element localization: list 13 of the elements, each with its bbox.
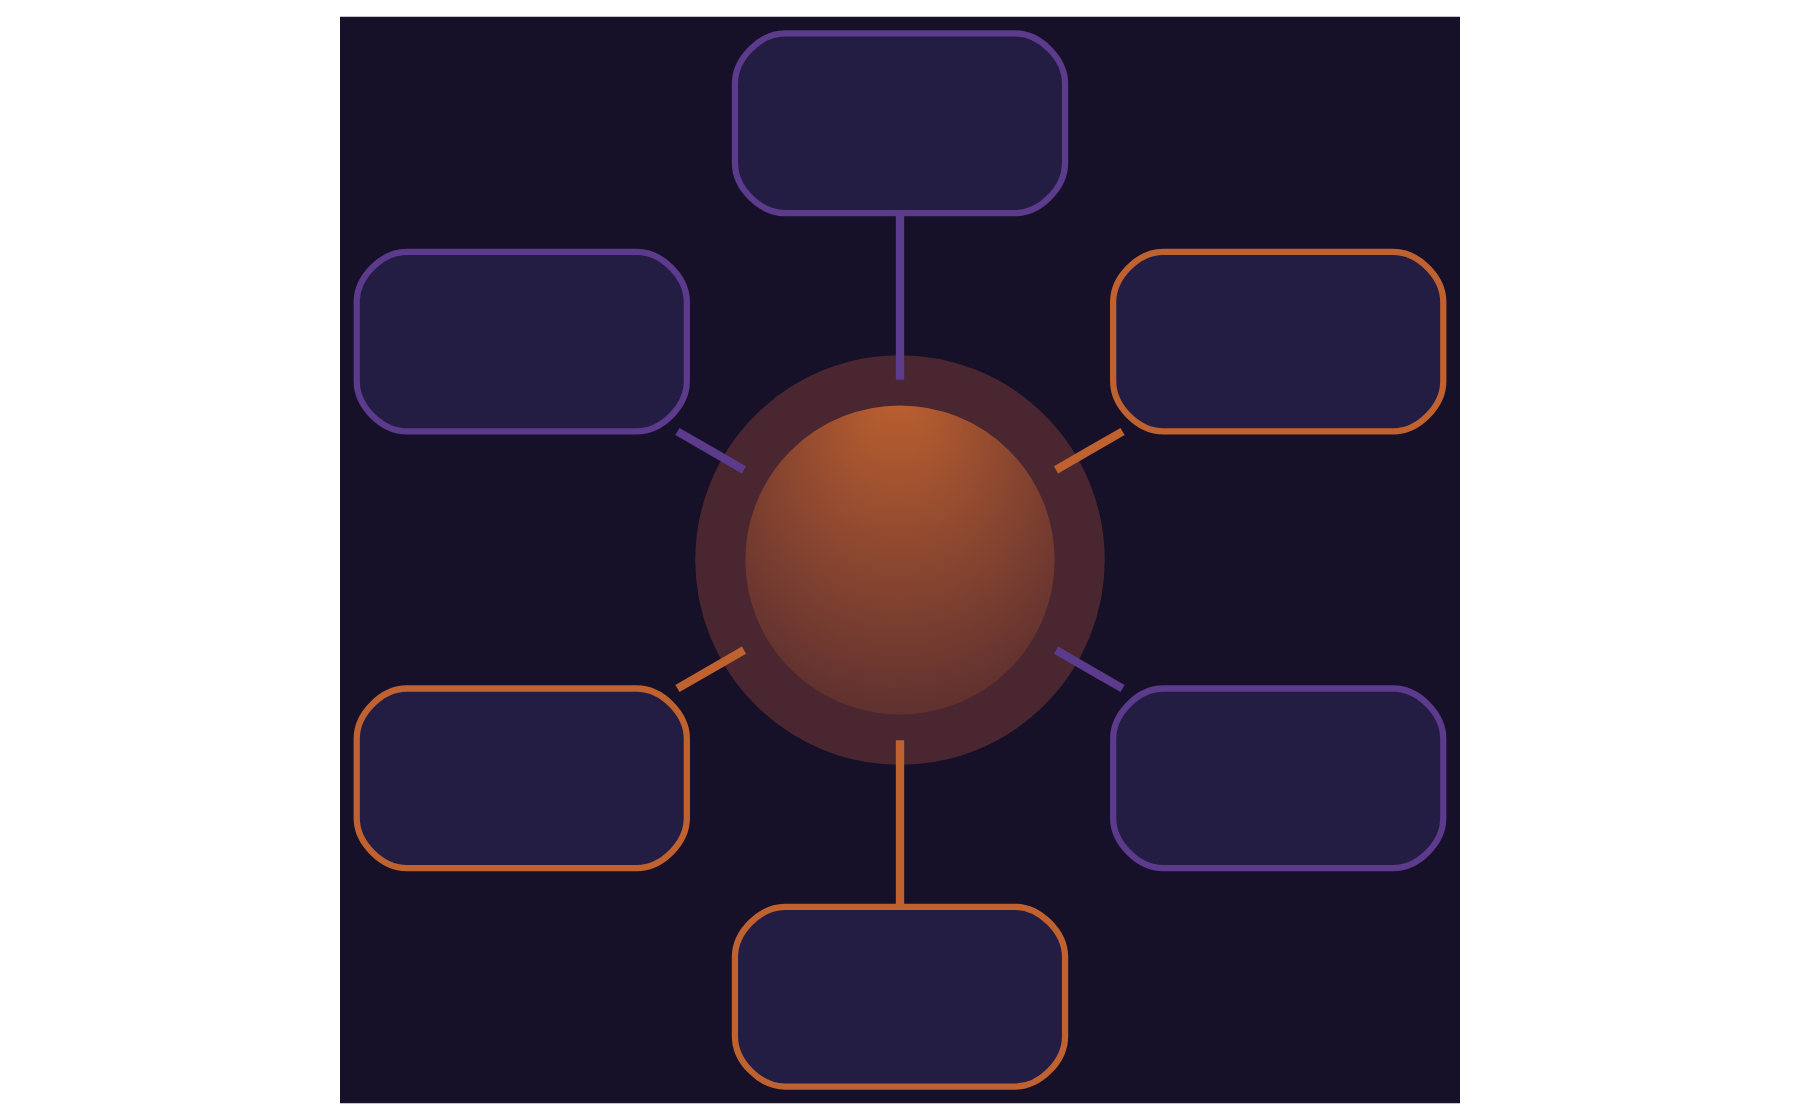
node-box [353,248,690,435]
node-box [1110,685,1447,872]
node-circle [695,355,1105,765]
connector [1053,646,1125,693]
connector [675,646,747,693]
node-box [731,30,1069,217]
connector [675,427,747,474]
connector [895,740,905,907]
connector [895,213,905,380]
connector [1053,427,1125,474]
node-box [1110,248,1447,435]
node-box [731,903,1069,1090]
node-box [353,685,690,872]
